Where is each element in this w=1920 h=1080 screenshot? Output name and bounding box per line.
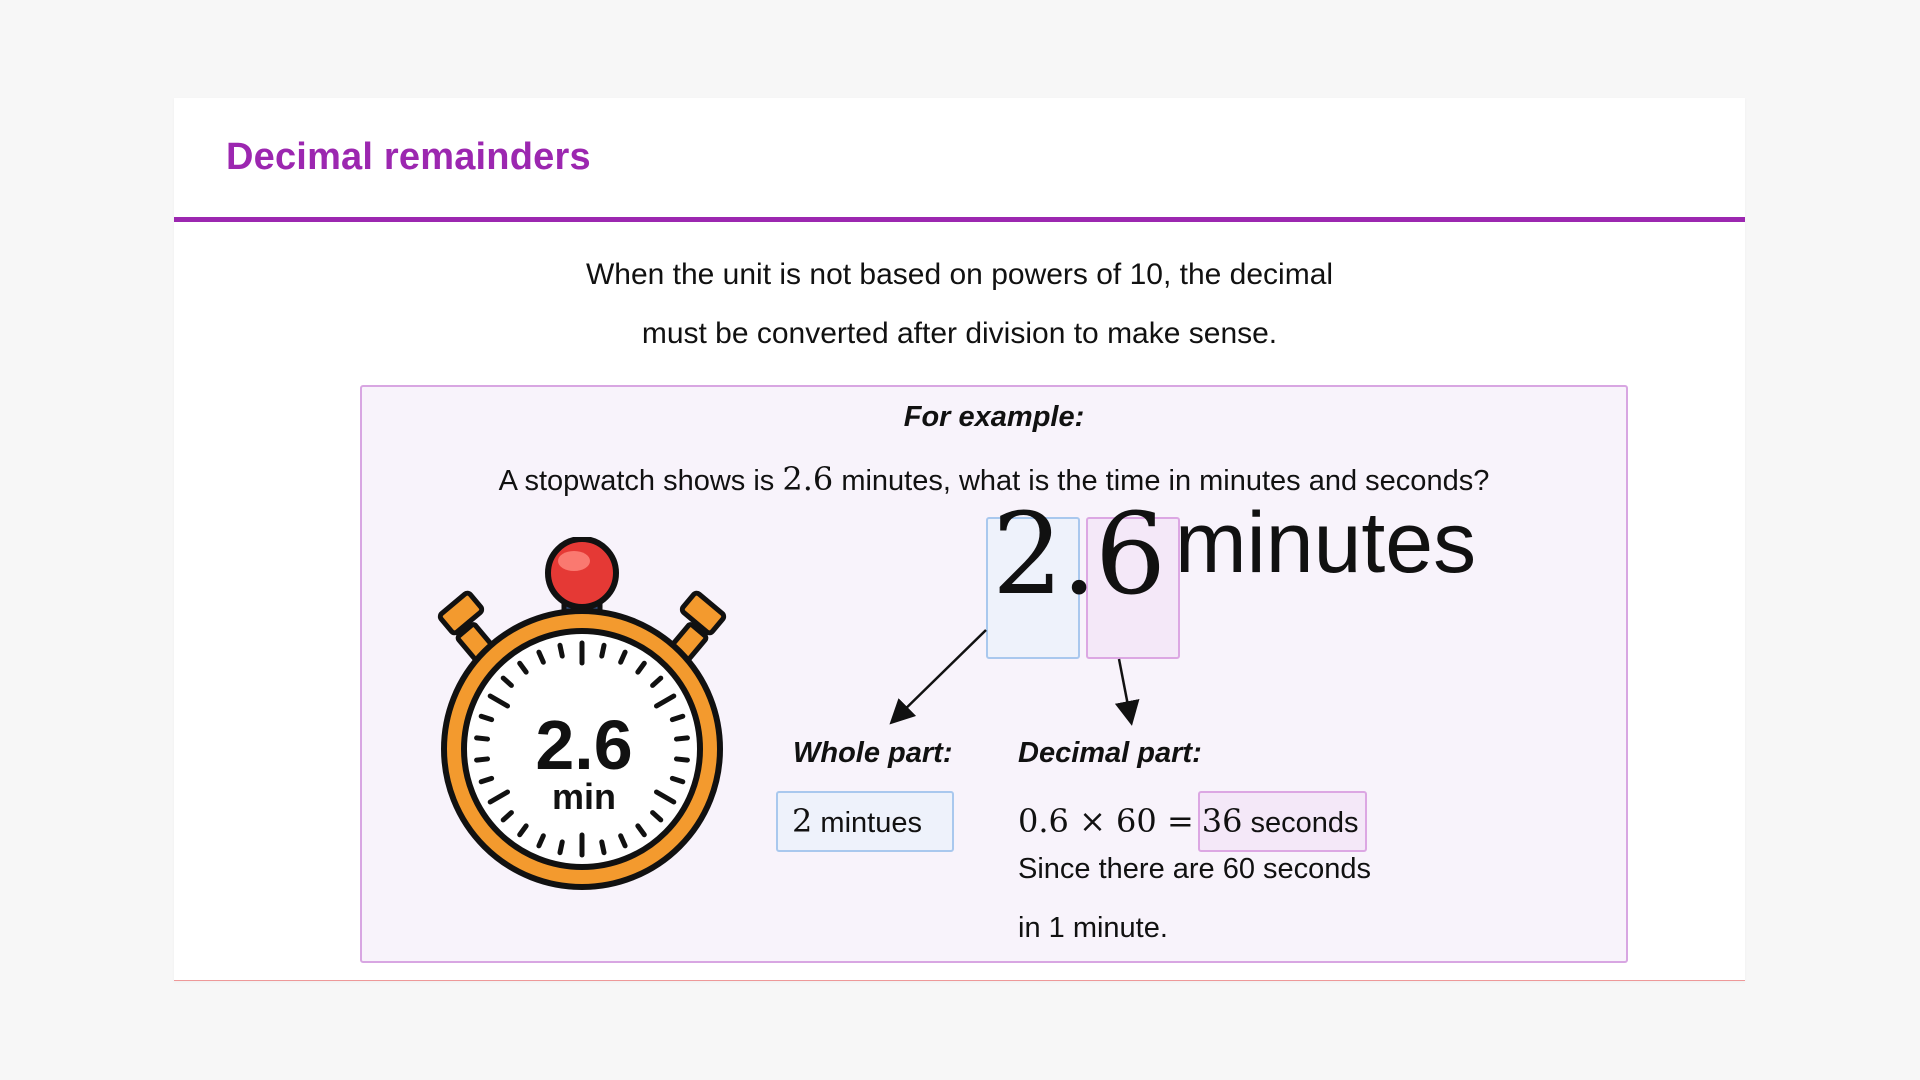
stopwatch-tick bbox=[673, 756, 690, 763]
stopwatch-tick bbox=[517, 660, 529, 675]
stopwatch-tick bbox=[487, 789, 511, 805]
big-unit: minutes bbox=[1175, 495, 1477, 591]
calc-expression: 0.6 × 60 = bbox=[1018, 802, 1194, 840]
example-question: A stopwatch shows is 2.6 minutes, what i… bbox=[362, 460, 1626, 498]
whole-part-heading: Whole part: bbox=[793, 737, 953, 769]
whole-value: 2 bbox=[792, 802, 813, 840]
intro-line-1: When the unit is not based on powers of … bbox=[585, 258, 1334, 291]
page-title: Decimal remainders bbox=[226, 136, 591, 178]
arrow-to-decimal bbox=[1114, 658, 1140, 726]
stopwatch-tick bbox=[669, 775, 686, 785]
stopwatch-tick bbox=[650, 810, 664, 823]
question-prefix: A stopwatch shows is bbox=[498, 465, 775, 497]
stopwatch-tick bbox=[536, 833, 546, 849]
stopwatch-tick bbox=[653, 693, 677, 709]
stopwatch-tick bbox=[517, 823, 529, 838]
stopwatch-tick bbox=[478, 775, 495, 785]
whole-part-highlight bbox=[986, 517, 1080, 659]
stopwatch-tick bbox=[536, 649, 546, 665]
stopwatch-tick bbox=[635, 660, 647, 675]
stopwatch-unit: min bbox=[552, 776, 616, 817]
seconds-result: 36 seconds bbox=[1197, 791, 1367, 852]
stopwatch-tick bbox=[500, 675, 514, 688]
stopwatch-tick bbox=[474, 756, 491, 763]
slide-card: Decimal remainders When the unit is not … bbox=[174, 98, 1745, 981]
decimal-part-heading: Decimal part: bbox=[1018, 737, 1202, 769]
stopwatch-tick bbox=[650, 675, 664, 688]
big-number: 2.6 bbox=[992, 490, 1166, 620]
stopwatch-tick bbox=[669, 713, 686, 723]
example-label: For example: bbox=[903, 401, 1085, 433]
decimal-part-highlight bbox=[1086, 517, 1180, 659]
stopwatch-tick bbox=[618, 833, 628, 849]
decimal-calculation: 0.6 × 60 = 36 seconds bbox=[1018, 791, 1367, 852]
stopwatch-tick bbox=[487, 693, 511, 709]
stopwatch-ticks bbox=[474, 640, 690, 858]
intro-line-2: must be converted after division to make… bbox=[641, 317, 1278, 350]
stopwatch-tick bbox=[474, 735, 491, 742]
stopwatch-tick bbox=[599, 642, 607, 659]
whole-part-result: 2 mintues bbox=[776, 791, 954, 852]
stopwatch-tick bbox=[557, 839, 565, 856]
stopwatch-tick bbox=[673, 735, 690, 742]
arrow-to-whole bbox=[889, 629, 987, 725]
note-line-2: in 1 minute. bbox=[1018, 912, 1168, 944]
stopwatch-tick bbox=[618, 649, 628, 665]
note-line-1: Since there are 60 seconds bbox=[1018, 853, 1372, 885]
question-suffix: minutes, what is the time in minutes and… bbox=[841, 465, 1490, 497]
stopwatch-top-button bbox=[545, 537, 619, 610]
example-panel: For example: A stopwatch shows is 2.6 mi… bbox=[360, 385, 1628, 963]
stopwatch-icon: 2.6 min bbox=[437, 537, 727, 890]
stopwatch-tick bbox=[557, 642, 565, 659]
stopwatch-tick bbox=[500, 810, 514, 823]
seconds-value: 36 bbox=[1201, 802, 1243, 840]
stopwatch-tick bbox=[635, 823, 647, 838]
whole-unit: mintues bbox=[820, 807, 922, 839]
stopwatch-face bbox=[461, 628, 703, 870]
title-divider bbox=[174, 217, 1745, 222]
stopwatch-tick bbox=[599, 839, 607, 856]
stopwatch-tick bbox=[653, 789, 677, 805]
stopwatch-tick bbox=[478, 713, 495, 723]
seconds-unit: seconds bbox=[1250, 807, 1359, 839]
stopwatch-value: 2.6 bbox=[535, 706, 632, 784]
question-value: 2.6 bbox=[782, 460, 834, 498]
